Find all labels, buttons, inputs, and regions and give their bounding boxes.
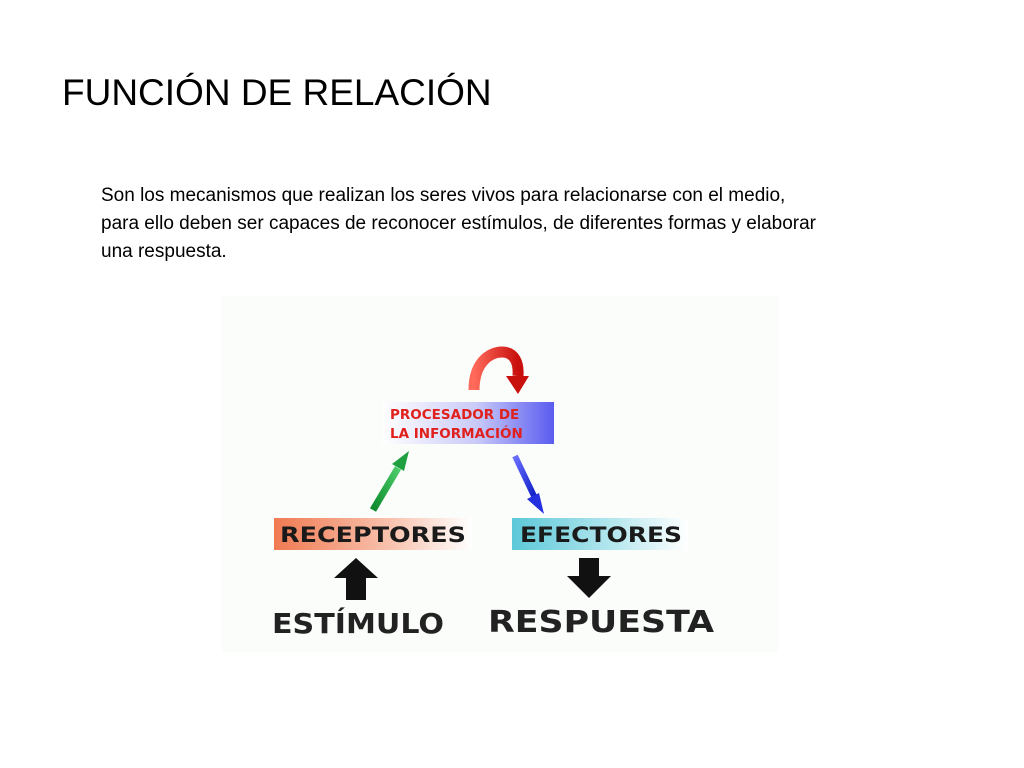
body-line-3: una respuesta. (101, 241, 227, 262)
blue-arrow-down-icon (512, 454, 544, 514)
slide-body-text: Son los mecanismos que realizan los sere… (101, 182, 981, 266)
receptors-box: RECEPTORES (274, 518, 472, 550)
black-arrow-up-icon (334, 558, 378, 600)
effectors-box: EFECTORES (512, 518, 688, 550)
response-label: RESPUESTA (488, 605, 715, 640)
relation-function-diagram: PROCESADOR DE LA INFORMACIÓN RECEPTORES … (222, 296, 778, 652)
processor-label-line1: PROCESADOR DE (390, 407, 519, 423)
green-arrow-up-icon (369, 451, 409, 512)
slide-title: FUNCIÓN DE RELACIÓN (62, 72, 492, 113)
processor-box: PROCESADOR DE LA INFORMACIÓN (382, 402, 554, 444)
loop-arrow-icon (468, 346, 529, 394)
stimulus-label: ESTÍMULO (272, 606, 444, 640)
diagram-canvas: PROCESADOR DE LA INFORMACIÓN RECEPTORES … (222, 296, 778, 652)
receptors-label: RECEPTORES (280, 523, 466, 547)
body-line-2: para ello deben ser capaces de reconocer… (101, 213, 817, 234)
effectors-label: EFECTORES (520, 523, 682, 547)
body-line-1: Son los mecanismos que realizan los sere… (101, 185, 786, 206)
processor-label-line2: LA INFORMACIÓN (390, 424, 523, 442)
black-arrow-down-icon (567, 558, 611, 598)
